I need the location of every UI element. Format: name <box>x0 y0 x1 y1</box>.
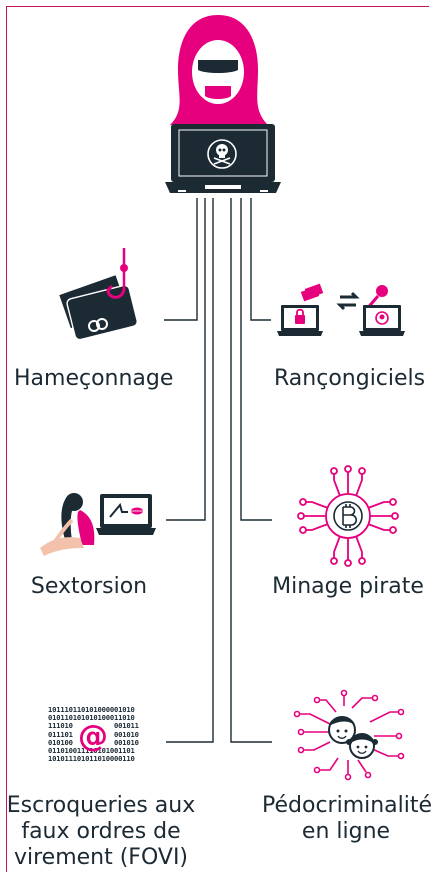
at-sign-icon: @ <box>78 719 108 754</box>
label-sextortion: Sextorsion <box>30 574 148 599</box>
diagram-frame <box>6 6 429 872</box>
credit-card-hook-icon <box>59 248 138 341</box>
label-child-abuse: Pédocriminalité en ligne <box>262 793 433 844</box>
connector-child-abuse <box>230 198 272 743</box>
hooded-hacker-icon <box>165 15 281 193</box>
label-fovi: Escroqueries aux faux ordres de virement… <box>6 793 196 870</box>
bitcoin-circuit-icon <box>297 465 399 567</box>
children-network-icon <box>293 689 405 781</box>
label-phishing: Hameçonnage <box>14 366 174 391</box>
connector-fovi <box>166 198 214 743</box>
skull-crossbones-icon <box>207 139 237 169</box>
connector-phishing <box>164 198 198 321</box>
laptop-lock-key-icon <box>277 283 405 336</box>
binary-code-icon: 101110110101000001010 010110101010100011… <box>48 705 139 764</box>
label-mining: Minage pirate <box>272 574 424 599</box>
connector-lines <box>164 198 272 743</box>
laptop-webcam-icon <box>40 493 156 556</box>
label-ransomware: Rançongiciels <box>274 366 426 391</box>
connector-ransomware <box>250 198 271 321</box>
connector-sextortion <box>166 198 206 521</box>
connector-mining <box>240 198 272 521</box>
